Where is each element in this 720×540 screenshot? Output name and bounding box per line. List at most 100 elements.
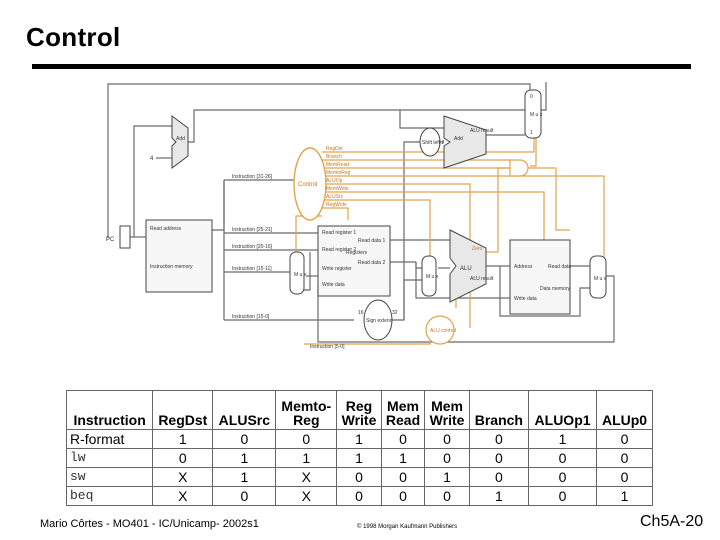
instr-31-26: Instruction [31-26] [232,174,273,180]
shift-label: Shift left 2 [422,140,444,146]
control-value-cell: 0 [212,429,277,449]
control-value-cell: X [275,486,338,506]
pcsrc-mux-label: M u x [530,112,543,118]
control-value-cell: 0 [596,429,653,449]
control-signal-labels: RegDst Branch MemRead MemtoReg ALUOp Mem… [326,146,351,208]
regs-write-data: Write data [322,282,345,288]
control-value-cell: 0 [596,448,653,468]
control-value-cell: 0 [528,448,598,468]
sign-extend-label: Sign extend [366,318,393,324]
branch-and-gate [509,159,529,177]
signal-memtoreg: MemtoReg [326,170,351,176]
control-value-cell: 1 [424,467,470,487]
control-value-cell: X [152,486,214,506]
control-value-cell: 0 [152,448,214,468]
header-instruction: Instruction [65,390,154,430]
alu-label: ALU [460,266,472,272]
instr-15-0: Instruction [15-0] [232,314,270,320]
instruction-memory [145,219,213,293]
control-value-cell: 0 [424,486,470,506]
header-regdst: RegDst [152,390,214,430]
header-branch: Branch [468,390,530,430]
control-value-cell: 1 [212,448,277,468]
control-value-cell: 0 [212,486,277,506]
pc-register [119,225,131,249]
alu-control [425,315,455,345]
branch-adder-result: ALU result [470,128,494,134]
slide-title: Control [26,22,121,52]
instr-15-11: Instruction [15-11] [232,266,272,272]
control-value-cell: X [152,467,214,487]
instr-5-0: Instruction [5-0] [310,344,345,350]
footer-author: Mario Côrtes - MO401 - IC/Unicamp- 2002s… [40,518,259,530]
instruction-cell: lw [65,448,154,468]
signal-memwrite: MemWrite [326,186,349,192]
footer-copyright: © 1998 Morgan Kaufmann Publishers [357,524,458,530]
signal-alusrc: ALUSrc [326,194,344,200]
control-value-cell: 1 [336,429,382,449]
control-value-cell: 1 [596,486,653,506]
control-value-cell: 0 [380,429,426,449]
control-value-cell: 0 [528,486,598,506]
control-value-cell: 0 [468,429,530,449]
branch-adder [443,115,487,169]
alu-control-label: ALU control [430,328,456,334]
control-value-cell: 1 [528,429,598,449]
regs-read-data2: Read data 2 [358,260,385,266]
branch-adder-label: Add [454,136,463,142]
control-value-cell: 0 [424,448,470,468]
header-memtoreg: Memto-Reg [275,390,338,430]
signal-aluop: ALUOp [326,178,343,184]
instruction-cell: sw [65,467,154,487]
title-rule [32,64,691,69]
control-value-cell: 1 [380,448,426,468]
slide-number: Ch5A-20 [640,513,704,530]
signal-memread: MemRead [326,162,349,168]
memtoreg-mux-label: M u x [594,276,607,282]
control-value-cell: 0 [528,467,598,487]
control-value-cell: 0 [336,467,382,487]
shift-left-2 [419,127,441,157]
alu [449,229,487,303]
control-value-cell: 0 [275,429,338,449]
dmem-address: Address [514,264,533,270]
instr-25-21: Instruction [25-21] [232,227,273,233]
pcsrc-mux-1: 1 [530,130,533,136]
alusrc-mux [421,255,437,297]
regdst-mux-label: M u x [294,272,307,278]
alu-zero-label: Zero [472,246,483,252]
header-alusrc: ALUSrc [212,390,277,430]
control-value-cell: 0 [596,467,653,487]
thirtytwo-label: 32 [392,310,398,316]
signal-regwrite: RegWrite [326,202,347,208]
regs-name: Registers [346,250,368,256]
regs-write-reg: Write register [322,266,352,272]
pcsrc-mux [524,89,542,139]
control-unit [293,147,327,221]
control-value-cell: 0 [380,467,426,487]
regs-read-reg1: Read register 1 [322,230,356,236]
sixteen-label: 16 [358,310,364,316]
sign-extend [363,299,393,341]
header-aluop0: ALUp0 [596,390,653,430]
instruction-cell: R-format [65,429,154,449]
control-value-cell: 1 [275,448,338,468]
four-label: 4 [150,156,154,162]
pcsrc-mux-0: 0 [530,94,533,100]
header-aluop1: ALUOp1 [528,390,598,430]
control-value-cell: X [275,467,338,487]
pc-label: PC [106,237,115,243]
datapath-diagram: PC Add 4 Read address Instruction memory… [100,80,620,380]
dmem-write-data: Write data [514,296,537,302]
signal-regdst: RegDst [326,146,343,152]
register-file [317,225,391,297]
